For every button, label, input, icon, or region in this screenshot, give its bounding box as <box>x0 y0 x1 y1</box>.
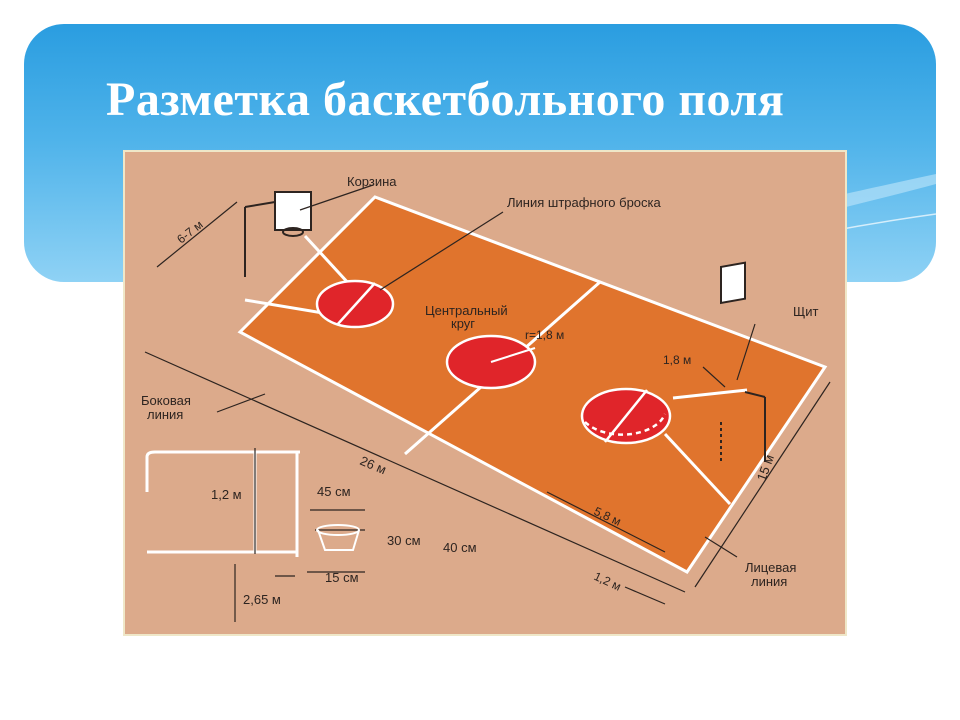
label-board-height: 1,2 м <box>211 487 242 502</box>
dim-line-length <box>144 351 686 593</box>
label-rim-height: 2,65 м <box>243 592 281 607</box>
rim-detail <box>145 450 300 557</box>
label-sideline-2: линия <box>147 407 183 422</box>
dim-line-width <box>694 381 831 588</box>
dim-line-endline <box>624 586 666 605</box>
basket-left <box>244 191 312 277</box>
label-backboard: Щит <box>793 304 818 319</box>
label-center-circle-2: круг <box>451 316 475 331</box>
center-circle-radius <box>490 347 536 363</box>
label-free-throw-line: Линия штрафного броска <box>507 195 662 210</box>
key-line-right-bottom <box>663 432 732 506</box>
backboard-right <box>720 261 766 464</box>
label-length: 26 м <box>358 453 389 477</box>
key-line-left-top <box>303 234 352 287</box>
court-surface <box>237 195 828 574</box>
free-throw-line-left <box>336 282 376 326</box>
label-center-circle-1: Центральный <box>425 303 508 318</box>
free-throw-line-right <box>604 389 648 443</box>
label-basket-range: 6-7 м <box>174 218 205 247</box>
label-endline-2: линия <box>751 574 787 589</box>
label-endline-dist: 1,2 м <box>592 569 624 594</box>
label-backboard-dist: 1,8 м <box>663 353 691 367</box>
label-endline-1: Лицевая <box>745 560 796 575</box>
label-radius: r=1,8 м <box>525 328 564 342</box>
label-basket: Корзина <box>347 174 397 189</box>
dim-line-basket-range <box>156 201 238 268</box>
label-rim-diameter: 45 см <box>317 484 351 499</box>
label-net-30: 30 см <box>387 533 421 548</box>
free-throw-dashed-right <box>584 413 667 436</box>
rim-detail-dims <box>234 448 365 622</box>
slide-title: Разметка баскетбольного поля <box>106 73 785 126</box>
dim-line-backboard <box>702 366 726 388</box>
label-rim-offset: 15 см <box>325 570 359 585</box>
label-net-40: 40 см <box>443 540 477 555</box>
key-line-right-top <box>672 388 748 400</box>
label-sideline-1: Боковая <box>141 393 191 408</box>
court-diagram: Корзина Линия штрафного броска Центральн… <box>125 152 845 634</box>
dim-line-freethrow <box>546 491 666 553</box>
